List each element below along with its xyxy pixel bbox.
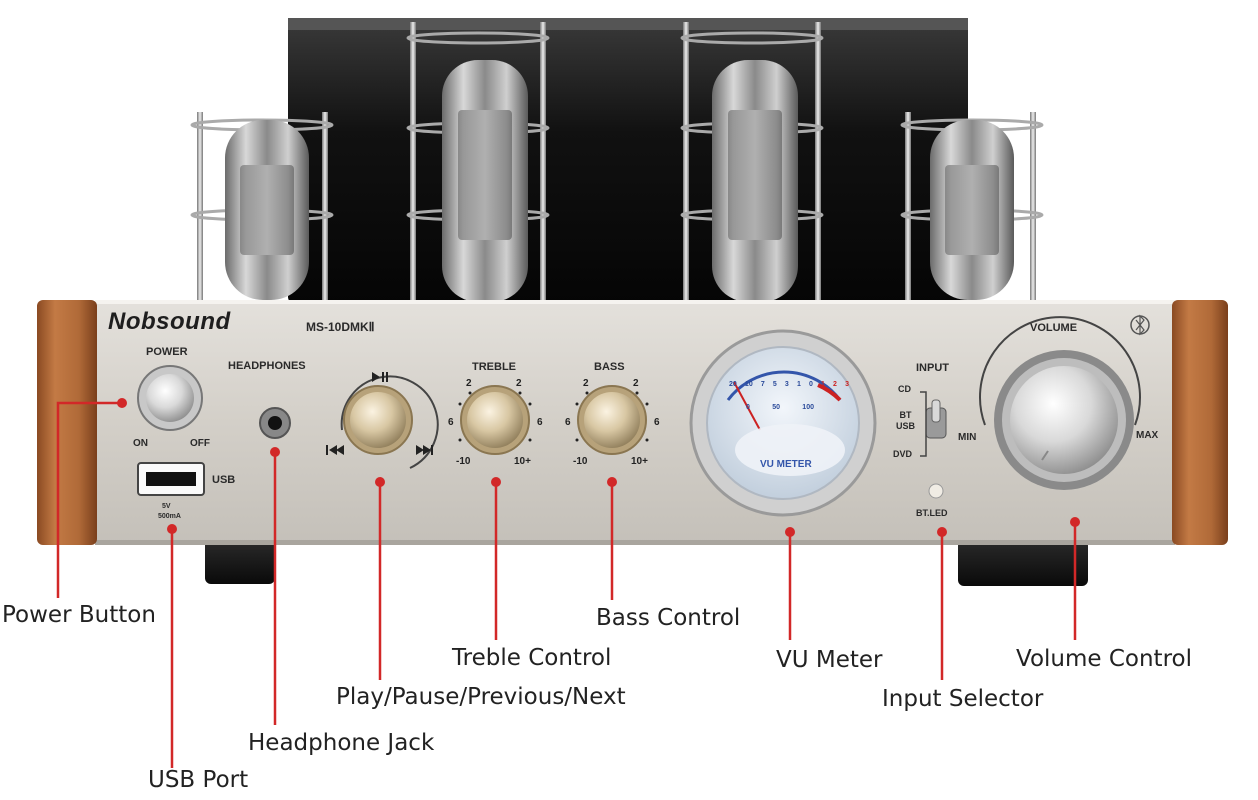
callout-vu-meter: VU Meter	[776, 647, 883, 673]
next-icon	[416, 445, 424, 455]
callout-input-selector: Input Selector	[882, 686, 1044, 712]
vu-meter-label: VU METER	[760, 459, 812, 470]
model-label: MS-10DMKⅡ	[306, 320, 375, 334]
tube-1	[190, 112, 334, 302]
left-foot	[205, 540, 275, 584]
vu-tick: 0	[808, 381, 813, 388]
vu-tick: 3	[784, 381, 789, 388]
treble-label: TREBLE	[472, 361, 516, 373]
vu-tick: 5	[772, 381, 777, 388]
right-foot	[958, 540, 1088, 586]
bass-scale-ml: 6	[565, 417, 571, 428]
callout-dots	[117, 398, 1080, 537]
treble-scale-br: 10+	[514, 456, 531, 467]
volume-min-label: MIN	[958, 432, 977, 443]
bass-scale-bl: -10	[573, 456, 588, 467]
headphones-label: HEADPHONES	[228, 360, 306, 372]
callout-power-button: Power Button	[2, 602, 156, 628]
input-option-bt-usb: BT USB	[896, 410, 916, 431]
bass-scale-tr: 2	[633, 378, 639, 389]
vu-tick: 0	[746, 404, 750, 411]
callout-bass-control: Bass Control	[596, 605, 741, 631]
callout-treble-control: Treble Control	[452, 645, 612, 671]
callout-volume-control: Volume Control	[1016, 646, 1192, 672]
input-label: INPUT	[916, 362, 949, 374]
previous-icon	[329, 445, 337, 455]
vu-scale-bottom: 0 50 100	[746, 404, 814, 411]
brand-logo: Nobsound	[108, 308, 231, 335]
vu-tick: 1	[821, 381, 825, 388]
volume-label: VOLUME	[1030, 322, 1078, 334]
vu-tick: 2	[833, 381, 837, 388]
treble-scale-bl: -10	[456, 456, 471, 467]
tube-4	[900, 112, 1044, 302]
vu-tick: 3	[845, 381, 849, 388]
vu-tick: 50	[772, 404, 780, 411]
vu-meter-face	[706, 346, 860, 500]
bass-scale-br: 10+	[631, 456, 648, 467]
callout-lines	[56, 401, 1077, 768]
bt-led	[928, 483, 944, 499]
treble-scale-tl: 2	[466, 378, 472, 389]
input-option-cd: CD	[898, 384, 911, 394]
bass-scale-tl: 2	[583, 378, 589, 389]
input-option-dvd: DVD	[893, 449, 913, 459]
power-label: POWER	[146, 346, 188, 358]
left-wood-side	[37, 300, 97, 545]
right-wood-side	[1172, 300, 1228, 545]
treble-scale-ml: 6	[448, 417, 454, 428]
vu-tick: 7	[760, 381, 765, 388]
tube-2	[406, 22, 550, 304]
tube-3	[680, 22, 824, 304]
callout-usb-port: USB Port	[148, 767, 249, 793]
transformer-cover	[288, 18, 968, 303]
volume-max-label: MAX	[1136, 430, 1159, 441]
usb-label: USB	[212, 474, 236, 486]
treble-scale-mr: 6	[537, 417, 543, 428]
on-label: ON	[133, 438, 148, 449]
bass-scale-mr: 6	[654, 417, 660, 428]
vu-tick: 100	[802, 404, 814, 411]
vu-tick: 10	[744, 381, 753, 388]
play-pause-icon	[372, 372, 380, 382]
vu-scale-top: 20 10 7 5 3 1 0 1 2 3	[729, 381, 849, 388]
callout-headphone-jack: Headphone Jack	[248, 730, 435, 756]
usb-spec-1: 5V	[162, 503, 171, 510]
callout-play-pause: Play/Pause/Previous/Next	[336, 684, 626, 710]
vu-tick: 1	[796, 381, 801, 388]
bass-label: BASS	[594, 361, 625, 373]
vu-tick: 20	[729, 381, 737, 388]
usb-spec-2: 500mA	[158, 513, 181, 520]
treble-scale-tr: 2	[516, 378, 522, 389]
off-label: OFF	[190, 438, 210, 449]
bt-led-label: BT.LED	[916, 508, 948, 518]
